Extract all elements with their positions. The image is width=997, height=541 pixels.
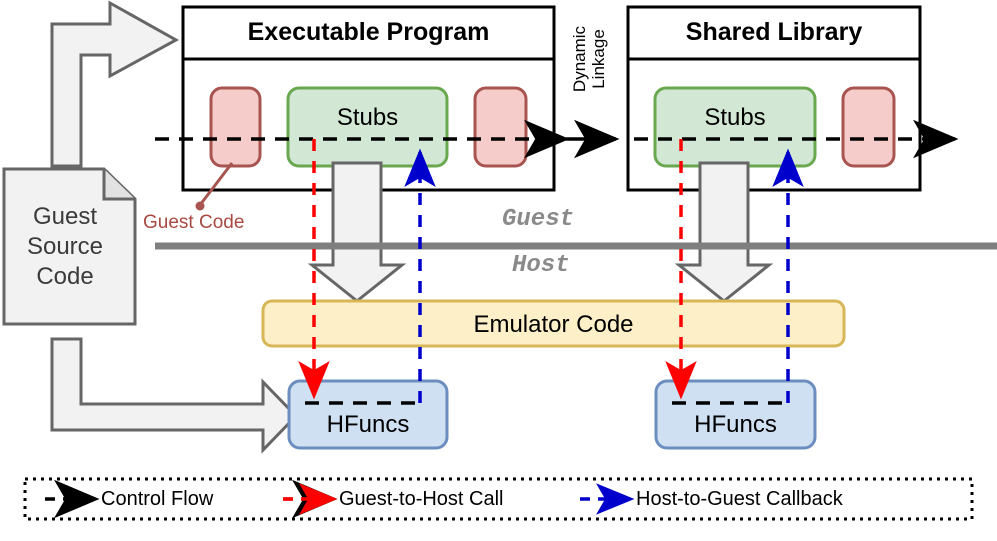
guest-source-document: [2, 167, 137, 326]
legend-frame: [23, 477, 974, 521]
emulator-code-box: [261, 299, 846, 348]
stubs-to-emulator-arrow-lib: [674, 161, 774, 303]
legend-label-host-to-guest: Host-to-Guest Callback: [636, 488, 843, 510]
host-side-label: Host: [512, 252, 570, 279]
stubs-label-executable: Stubs: [336, 104, 399, 131]
source-to-executable-arrow: [50, 0, 180, 168]
stubs-label-library: Stubs: [704, 104, 766, 131]
stubs-to-emulator-arrow-exe: [307, 161, 407, 303]
dynamic-linkage-label: Dynamic Linkage: [570, 0, 608, 124]
control-flow-path: [155, 119, 959, 405]
guest-code-annotation: Guest Code: [143, 212, 245, 233]
hfuncs-label-left: HFuncs: [326, 411, 410, 438]
guest-code-callout-leader: [195, 162, 234, 211]
guest-source-line2: Source: [26, 233, 104, 260]
guest-source-line1: Guest: [32, 203, 98, 230]
legend-label-guest-to-host: Guest-to-Host Call: [339, 488, 504, 510]
executable-program-title: Executable Program: [247, 18, 490, 46]
emulator-code-label: Emulator Code: [473, 311, 634, 338]
legend-label-control-flow: Control Flow: [101, 488, 214, 510]
dynamic-linkage-line2: Linkage: [589, 29, 608, 89]
guest-code-block-lib-right: [841, 86, 896, 168]
guest-side-label: Guest: [502, 206, 575, 233]
hfuncs-label-right: HFuncs: [694, 411, 777, 438]
dynamic-linkage-line1: Dynamic: [570, 25, 589, 93]
guest-source-label: Guest Source Code: [4, 202, 126, 292]
guest-source-line3: Code: [36, 263, 94, 290]
guest-code-block-exe-left: [209, 86, 262, 168]
shared-library-title: Shared Library: [685, 18, 863, 46]
guest-code-block-exe-right: [473, 86, 528, 168]
source-to-hfuncs-arrow: [50, 337, 299, 454]
